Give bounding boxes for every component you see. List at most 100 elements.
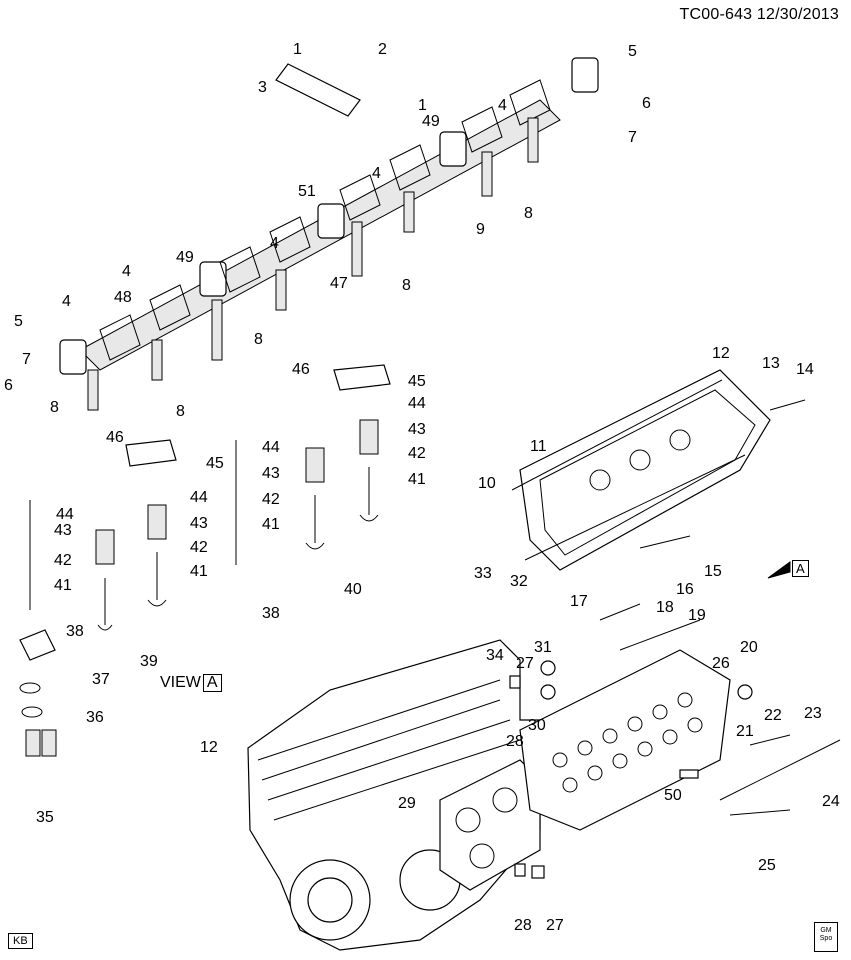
callout-5: 5 bbox=[628, 43, 637, 60]
callout-44: 44 bbox=[262, 439, 280, 456]
callout-45: 45 bbox=[408, 373, 426, 390]
callout-3: 3 bbox=[258, 79, 267, 96]
callout-43: 43 bbox=[190, 515, 208, 532]
callout-28: 28 bbox=[506, 733, 524, 750]
head-gasket bbox=[439, 759, 541, 891]
callout-25: 25 bbox=[758, 857, 776, 874]
callout-33: 33 bbox=[474, 565, 492, 582]
callout-39: 39 bbox=[140, 653, 158, 670]
callout-4: 4 bbox=[498, 97, 507, 114]
callout-50: 50 bbox=[664, 787, 682, 804]
callout-26: 26 bbox=[712, 655, 730, 672]
callout-46: 46 bbox=[292, 361, 310, 378]
callout-4: 4 bbox=[372, 165, 381, 182]
callout-13: 13 bbox=[762, 355, 780, 372]
callout-41: 41 bbox=[262, 516, 280, 533]
view-a-parts bbox=[19, 629, 57, 757]
callout-48: 48 bbox=[114, 289, 132, 306]
callout-34: 34 bbox=[486, 647, 504, 664]
callout-1: 1 bbox=[293, 41, 302, 58]
view-a-arrow bbox=[767, 561, 791, 579]
callout-38: 38 bbox=[66, 623, 84, 640]
callout-8: 8 bbox=[254, 331, 263, 348]
callout-16: 16 bbox=[676, 581, 694, 598]
callout-22: 22 bbox=[764, 707, 782, 724]
callout-2: 2 bbox=[378, 41, 387, 58]
callout-19: 19 bbox=[688, 607, 706, 624]
callout-41: 41 bbox=[190, 563, 208, 580]
callout-42: 42 bbox=[408, 445, 426, 462]
callout-4: 4 bbox=[62, 293, 71, 310]
callout-4: 4 bbox=[270, 235, 279, 252]
callout-12: 12 bbox=[712, 345, 730, 362]
callout-31: 31 bbox=[534, 639, 552, 656]
drawing-header: TC00-643 12/30/2013 bbox=[680, 6, 839, 24]
view-label-box: A bbox=[202, 674, 222, 692]
callout-35: 35 bbox=[36, 809, 54, 826]
drawing-date: 12/30/2013 bbox=[756, 6, 839, 23]
callout-47: 47 bbox=[330, 275, 348, 292]
callout-27: 27 bbox=[546, 917, 564, 934]
callout-1: 1 bbox=[418, 97, 427, 114]
callout-6: 6 bbox=[4, 377, 13, 394]
callout-44: 44 bbox=[408, 395, 426, 412]
callout-42: 42 bbox=[262, 491, 280, 508]
callout-41: 41 bbox=[408, 471, 426, 488]
callout-43: 43 bbox=[262, 465, 280, 482]
callout-30: 30 bbox=[528, 717, 546, 734]
callout-11: 11 bbox=[530, 438, 547, 455]
callout-45: 45 bbox=[206, 455, 224, 472]
footer-tag: KB bbox=[8, 933, 33, 949]
callout-29: 29 bbox=[398, 795, 416, 812]
callout-8: 8 bbox=[524, 205, 533, 222]
callout-32: 32 bbox=[510, 573, 528, 590]
callout-44: 44 bbox=[56, 506, 74, 523]
callout-37: 37 bbox=[92, 671, 110, 688]
valve-train-parts bbox=[29, 364, 391, 631]
callout-46: 46 bbox=[106, 429, 124, 446]
callout-7: 7 bbox=[22, 351, 31, 368]
callout-49: 49 bbox=[422, 113, 440, 130]
callout-7: 7 bbox=[628, 129, 637, 146]
callout-21: 21 bbox=[736, 723, 754, 740]
callout-24: 24 bbox=[822, 793, 840, 810]
callout-5: 5 bbox=[14, 313, 23, 330]
callout-12: 12 bbox=[200, 739, 218, 756]
cylinder-head bbox=[519, 649, 731, 831]
view-label-text: VIEW bbox=[160, 674, 201, 691]
callout-42: 42 bbox=[54, 552, 72, 569]
callout-28: 28 bbox=[514, 917, 532, 934]
callout-44: 44 bbox=[190, 489, 208, 506]
callout-49: 49 bbox=[176, 249, 194, 266]
callout-43: 43 bbox=[408, 421, 426, 438]
callout-4: 4 bbox=[122, 263, 131, 280]
view-arrow-letter: A bbox=[792, 560, 809, 577]
gm-spo-logo: GM Spo bbox=[814, 922, 838, 952]
callout-10: 10 bbox=[478, 475, 496, 492]
callout-6: 6 bbox=[642, 95, 651, 112]
callout-8: 8 bbox=[50, 399, 59, 416]
callout-18: 18 bbox=[656, 599, 674, 616]
callout-23: 23 bbox=[804, 705, 822, 722]
callout-14: 14 bbox=[796, 361, 814, 378]
callout-40: 40 bbox=[344, 581, 362, 598]
callout-36: 36 bbox=[86, 709, 104, 726]
rocker-shaft-assembly bbox=[59, 57, 599, 411]
callout-20: 20 bbox=[740, 639, 758, 656]
drawing-code: TC00-643 bbox=[679, 6, 753, 23]
callout-8: 8 bbox=[176, 403, 185, 420]
callout-41: 41 bbox=[54, 577, 72, 594]
valve-cover bbox=[511, 369, 771, 571]
callout-8: 8 bbox=[402, 277, 411, 294]
callout-38: 38 bbox=[262, 605, 280, 622]
callout-17: 17 bbox=[570, 593, 588, 610]
callout-51: 51 bbox=[298, 183, 316, 200]
right-side-parts bbox=[509, 399, 841, 879]
callout-9: 9 bbox=[476, 221, 485, 238]
callout-42: 42 bbox=[190, 539, 208, 556]
callout-27: 27 bbox=[516, 655, 534, 672]
callout-15: 15 bbox=[704, 563, 722, 580]
